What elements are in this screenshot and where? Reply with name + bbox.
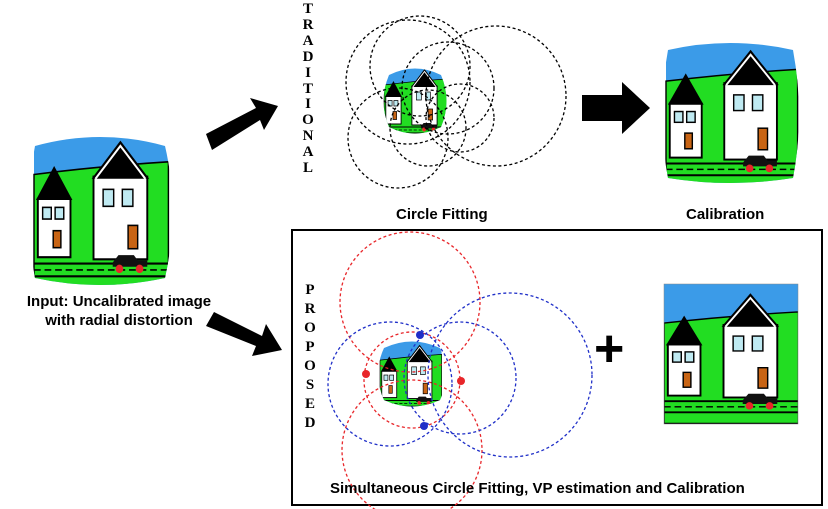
input-label-line-2: with radial distortion — [45, 312, 193, 329]
traditional-circle-fitting — [345, 15, 567, 189]
proposed-circle-fitting — [327, 231, 593, 509]
input-image — [32, 137, 170, 285]
plus-sign: + — [594, 320, 625, 378]
input-label-line-1: Input: Uncalibrated image — [26, 293, 212, 310]
vanishing-point-bottom — [420, 422, 428, 430]
vanishing-point-right — [457, 377, 465, 385]
proposed-box — [291, 229, 823, 506]
calibration-label: Calibration — [686, 206, 765, 223]
arrow-to-proposed — [206, 312, 282, 356]
arrow-to-calibration — [582, 82, 650, 134]
proposed-vertical-label: P R O P O S E D — [304, 282, 316, 431]
proposed-calibrated-image — [664, 284, 798, 424]
input-label: Input: Uncalibrated image with radial di… — [0, 292, 238, 330]
traditional-calibrated-image — [665, 43, 799, 183]
vanishing-point-left — [362, 370, 370, 378]
circle-fitting-label: Circle Fitting — [396, 206, 488, 223]
vanishing-point-top — [416, 331, 424, 339]
arrow-to-traditional — [206, 98, 278, 150]
traditional-vertical-label: T R A D I T I O N A L — [302, 1, 314, 177]
proposed-caption: Simultaneous Circle Fitting, VP estimati… — [330, 480, 745, 497]
